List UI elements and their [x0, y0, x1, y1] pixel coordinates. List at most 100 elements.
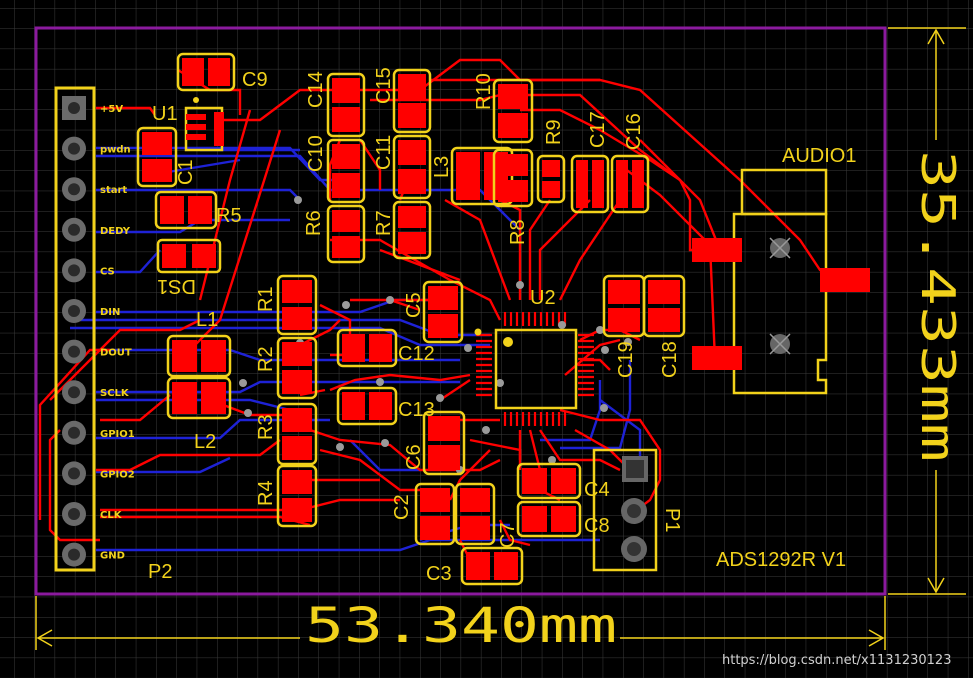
header-pin-label: DOUT [100, 348, 132, 359]
component-outline [392, 200, 432, 260]
smd-pad [332, 173, 360, 198]
ref-c12: C12 [398, 343, 435, 365]
header-pin-hole [68, 183, 80, 196]
smd-pad [332, 78, 360, 103]
ref-r5: R5 [216, 205, 242, 227]
ref-u1: U1 [152, 103, 178, 125]
smd-pad [460, 488, 490, 512]
smd-pad [332, 210, 360, 232]
ref-c17: C17 [587, 111, 609, 148]
smd-pad [420, 516, 450, 540]
u2-chip [474, 328, 578, 410]
smd-pad [428, 416, 460, 441]
component-outline [154, 190, 218, 230]
smd-pad [398, 140, 426, 165]
smd-pad [428, 286, 458, 310]
header-pin-label: +5V [100, 104, 123, 115]
u1-regulator [184, 97, 224, 152]
smd-pad [551, 506, 576, 532]
header-pin-label: GND [100, 551, 125, 562]
component-outline [536, 154, 566, 204]
component-outline [136, 126, 178, 188]
component-outline [326, 138, 366, 204]
smd-pad [428, 445, 460, 470]
component-outline [276, 274, 318, 336]
ref-r7: R7 [373, 210, 395, 236]
component-outline [492, 148, 534, 208]
width-dimension-text: 53.340mm [305, 598, 617, 654]
header-pin-label: pwdn [100, 145, 131, 156]
dimension-width [35, 596, 886, 650]
header-pin-hole [68, 548, 80, 561]
smd-pad [398, 103, 426, 128]
smd-pad [498, 84, 528, 109]
smd-pad [142, 132, 172, 155]
watermark: https://blog.csdn.net/x1131230123 [722, 653, 951, 668]
header-p2-pins: +5VpwdnstartDEDYCSDINDOUTSCLKGPIO1GPIO2C… [62, 96, 135, 567]
board-outline [34, 26, 887, 596]
smd-pad [201, 340, 226, 372]
smd-pad [498, 180, 528, 202]
component-outline [516, 462, 582, 500]
smd-pad [542, 181, 560, 198]
ref-l1: L1 [196, 309, 218, 331]
component-outline [422, 280, 464, 344]
ref-c9: C9 [242, 69, 268, 91]
smd-pad [428, 314, 458, 338]
component-outline [414, 482, 456, 546]
board-label: ADS1292R V1 [716, 549, 846, 571]
smd-pad [456, 152, 480, 200]
ref-c11: C11 [373, 135, 395, 170]
component-outline [276, 336, 318, 400]
height-dimension-text: 35.433mm [911, 150, 965, 462]
ref-c1: C1 [175, 159, 197, 185]
smd-pad [398, 232, 426, 254]
component-outline [326, 72, 366, 138]
header-pin-hole [68, 223, 80, 236]
ref-c7: C7 [497, 522, 519, 548]
smd-pad [576, 160, 588, 208]
component-outline [392, 134, 432, 200]
smd-pad [172, 340, 197, 372]
smd-pad [466, 552, 490, 580]
ref-c3: C3 [426, 563, 452, 585]
component-outline [276, 464, 318, 528]
ref-c6: C6 [403, 444, 425, 470]
smd-pad [608, 280, 640, 304]
smd-pad [398, 169, 426, 194]
ref-r2: R2 [255, 346, 277, 372]
smd-pad [498, 154, 528, 176]
component-outline [392, 68, 432, 134]
ref-r9: R9 [543, 119, 565, 145]
smd-pad [420, 488, 450, 512]
connector-p1 [592, 448, 658, 572]
ref-r4: R4 [255, 480, 277, 506]
header-pin-label: DIN [100, 307, 120, 318]
smd-pad [188, 196, 212, 224]
header-pin-hole [68, 345, 80, 358]
header-pin-hole [68, 102, 80, 114]
smd-pad [522, 506, 547, 532]
smd-pad [398, 206, 426, 228]
ref-c19: C19 [615, 341, 637, 378]
smd-pad [282, 436, 312, 460]
smd-pad [632, 160, 644, 208]
reference-designators: C9 U1 C1 R5 DS1 C14 C15 R10 C10 C11 L3 R… [152, 67, 856, 585]
header-pin-label: SCLK [100, 388, 130, 399]
component-outline [276, 402, 318, 466]
smd-pad [142, 159, 172, 182]
ref-audio1: AUDIO1 [782, 145, 856, 167]
dimension-height [888, 27, 966, 595]
ref-r8: R8 [507, 219, 529, 245]
component-outline [460, 546, 524, 586]
ref-c10: C10 [305, 135, 327, 172]
smd-pad [398, 74, 426, 99]
smd-pad [342, 334, 365, 362]
smd-pad [551, 468, 576, 494]
smd-pad [160, 196, 184, 224]
ref-r3: R3 [255, 414, 277, 440]
ref-r1: R1 [255, 286, 277, 312]
header-pin-label: CLK [100, 510, 123, 521]
ref-c2: C2 [391, 494, 413, 520]
